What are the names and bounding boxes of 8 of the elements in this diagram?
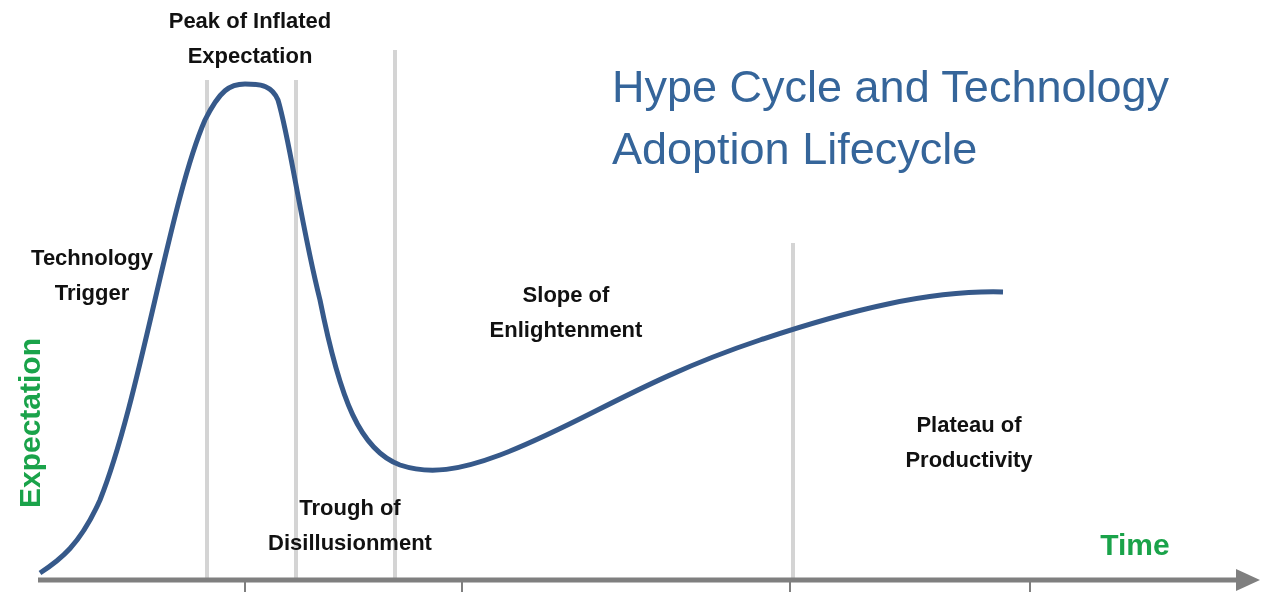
phase-label: Slope of Enlightenment: [488, 281, 644, 344]
phase-label: Peak of Inflated Expectation: [167, 7, 333, 70]
axis-label: Time: [1099, 527, 1171, 563]
axis-label: Expectation: [12, 337, 47, 511]
phase-label: Technology Trigger: [30, 244, 154, 307]
phase-label: Plateau of Productivity: [904, 411, 1034, 474]
phase-label: Trough of Disillusionment: [267, 494, 433, 557]
title: Hype Cycle and Technology Adoption Lifecycle: [612, 60, 1170, 176]
